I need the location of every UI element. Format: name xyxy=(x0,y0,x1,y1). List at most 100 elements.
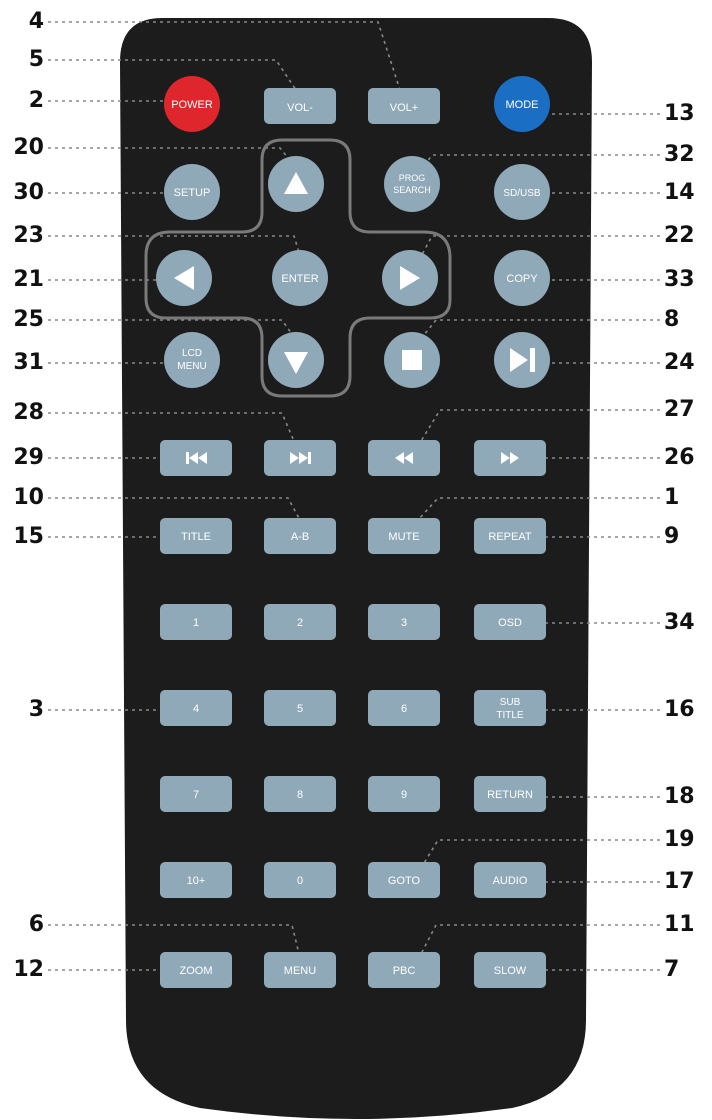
svg-text:TITLE: TITLE xyxy=(181,531,211,543)
prev-button[interactable] xyxy=(160,440,232,476)
callout-30: 30 xyxy=(13,180,44,205)
lcd-menu-button[interactable]: LCD MENU xyxy=(164,332,220,388)
a-b-button[interactable]: A-B xyxy=(264,518,336,554)
callout-24: 24 xyxy=(664,350,695,375)
svg-text:MUTE: MUTE xyxy=(388,531,419,543)
callout-18: 18 xyxy=(664,784,695,809)
remote-body xyxy=(120,18,592,1119)
copy-button[interactable]: COPY xyxy=(494,250,550,306)
play-pause-button[interactable] xyxy=(494,332,550,388)
svg-text:5: 5 xyxy=(297,703,303,715)
callout-13: 13 xyxy=(664,101,695,126)
repeat-button[interactable]: REPEAT xyxy=(474,518,546,554)
callout-1: 1 xyxy=(664,485,680,510)
callout-12: 12 xyxy=(13,957,44,982)
down-arrow-icon xyxy=(284,352,308,374)
callout-23: 23 xyxy=(13,223,44,248)
callout-4: 4 xyxy=(28,9,44,34)
number-5-button[interactable]: 5 xyxy=(264,690,336,726)
fast-rewind-button[interactable] xyxy=(368,440,440,476)
callout-28: 28 xyxy=(13,400,44,425)
callout-26: 26 xyxy=(664,445,695,470)
svg-text:2: 2 xyxy=(297,617,303,629)
rewind-icon xyxy=(395,452,413,464)
number-6-button[interactable]: 6 xyxy=(368,690,440,726)
callout-31: 31 xyxy=(13,350,44,375)
svg-text:TITLE: TITLE xyxy=(496,710,524,721)
callout-25: 25 xyxy=(13,307,44,332)
number-3-button[interactable]: 3 xyxy=(368,604,440,640)
right-button[interactable] xyxy=(382,250,438,306)
number-7-button[interactable]: 7 xyxy=(160,776,232,812)
number-2-button[interactable]: 2 xyxy=(264,604,336,640)
subtitle-button[interactable]: SUB TITLE xyxy=(474,690,546,726)
svg-text:AUDIO: AUDIO xyxy=(493,875,528,887)
svg-text:7: 7 xyxy=(193,789,199,801)
callout-22: 22 xyxy=(664,223,695,248)
number-4-button[interactable]: 4 xyxy=(160,690,232,726)
number-1-button[interactable]: 1 xyxy=(160,604,232,640)
callout-5: 5 xyxy=(28,47,44,72)
svg-text:4: 4 xyxy=(193,703,199,715)
callout-3: 3 xyxy=(28,697,44,722)
callout-27: 27 xyxy=(664,397,695,422)
svg-text:SD/USB: SD/USB xyxy=(503,188,541,199)
return-button[interactable]: RETURN xyxy=(474,776,546,812)
svg-text:9: 9 xyxy=(401,789,407,801)
stop-button[interactable] xyxy=(384,332,440,388)
svg-text:MENU: MENU xyxy=(284,965,316,977)
mute-button[interactable]: MUTE xyxy=(368,518,440,554)
menu-button[interactable]: MENU xyxy=(264,952,336,988)
mode-button[interactable]: MODE xyxy=(494,76,550,132)
svg-text:OSD: OSD xyxy=(498,617,522,629)
svg-text:MODE: MODE xyxy=(506,99,539,111)
zoom-button[interactable]: ZOOM xyxy=(160,952,232,988)
number-9-button[interactable]: 9 xyxy=(368,776,440,812)
svg-text:A-B: A-B xyxy=(291,531,309,543)
callout-15: 15 xyxy=(13,524,44,549)
audio-button[interactable]: AUDIO xyxy=(474,862,546,898)
enter-button[interactable]: ENTER xyxy=(272,250,328,306)
osd-button[interactable]: OSD xyxy=(474,604,546,640)
svg-text:GOTO: GOTO xyxy=(388,875,421,887)
prog-search-button[interactable]: PROG SEARCH xyxy=(384,156,440,212)
title-button[interactable]: TITLE xyxy=(160,518,232,554)
leader-lines xyxy=(48,21,660,971)
setup-button[interactable]: SETUP xyxy=(164,164,220,220)
svg-text:ENTER: ENTER xyxy=(281,273,318,285)
number-0-button[interactable]: 0 xyxy=(264,862,336,898)
callout-11: 11 xyxy=(664,912,695,937)
pbc-button[interactable]: PBC xyxy=(368,952,440,988)
callout-16: 16 xyxy=(664,697,695,722)
callout-10: 10 xyxy=(13,485,44,510)
next-button[interactable] xyxy=(264,440,336,476)
svg-text:COPY: COPY xyxy=(506,273,538,285)
number-8-button[interactable]: 8 xyxy=(264,776,336,812)
svg-text:ZOOM: ZOOM xyxy=(180,965,213,977)
callout-8: 8 xyxy=(664,307,680,332)
ten-plus-button[interactable]: 10+ xyxy=(160,862,232,898)
svg-text:10+: 10+ xyxy=(187,875,206,887)
svg-text:SEARCH: SEARCH xyxy=(393,185,431,195)
fast-forward-button[interactable] xyxy=(474,440,546,476)
prev-icon xyxy=(186,452,207,464)
left-button[interactable] xyxy=(156,250,212,306)
svg-text:REPEAT: REPEAT xyxy=(488,531,531,543)
up-button[interactable] xyxy=(268,156,324,212)
down-button[interactable] xyxy=(268,332,324,388)
callout-9: 9 xyxy=(664,524,680,549)
svg-text:PROG: PROG xyxy=(399,173,426,183)
svg-text:SLOW: SLOW xyxy=(494,965,527,977)
svg-text:POWER: POWER xyxy=(171,99,213,111)
goto-button[interactable]: GOTO xyxy=(368,862,440,898)
svg-text:3: 3 xyxy=(401,617,407,629)
svg-text:0: 0 xyxy=(297,875,303,887)
power-button[interactable]: POWER xyxy=(164,76,220,132)
callout-29: 29 xyxy=(13,445,44,470)
sd-usb-button[interactable]: SD/USB xyxy=(494,164,550,220)
svg-text:8: 8 xyxy=(297,789,303,801)
vol-plus-button[interactable]: VOL+ xyxy=(368,88,440,124)
left-arrow-icon xyxy=(174,266,194,290)
slow-button[interactable]: SLOW xyxy=(474,952,546,988)
vol-minus-button[interactable]: VOL- xyxy=(264,88,336,124)
